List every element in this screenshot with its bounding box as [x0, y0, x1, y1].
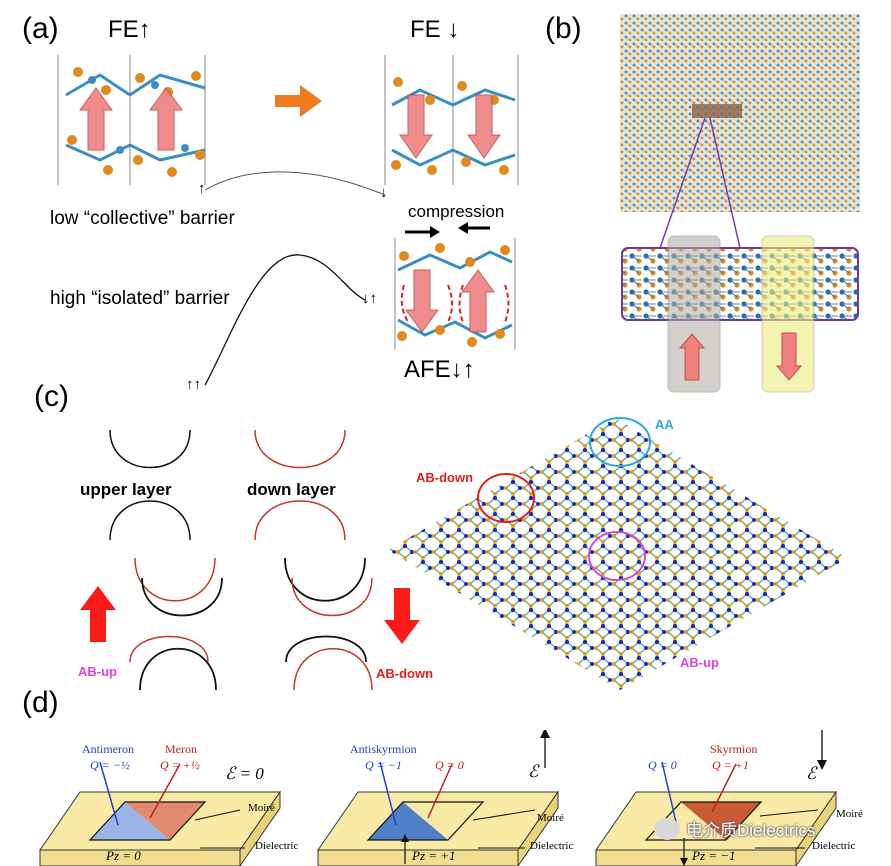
field-up-label: ℰ	[528, 762, 539, 781]
antiskyrmion-label: Antiskyrmion	[350, 742, 417, 756]
antiskyrmion-q: Q = −1	[365, 758, 402, 772]
high-barrier-curve	[204, 254, 366, 386]
panel-b-figure	[620, 14, 860, 393]
skyrmion-label: Skyrmion	[710, 742, 758, 756]
low-barrier-label: low “collective” barrier	[50, 208, 235, 229]
dielectric-label-2: Dielectric	[530, 840, 574, 852]
pz-label-2: Pz = +1	[412, 848, 456, 863]
field-zero-label: ℰ = 0	[225, 764, 264, 783]
fe-down-structure	[384, 55, 519, 185]
ab-down-circle	[477, 473, 535, 523]
ab-up-left-label: AB-up	[78, 664, 117, 679]
upup-marker: ↑↑	[186, 376, 201, 393]
ab-up-arrow	[80, 586, 116, 642]
pz-label-1: Pz = 0	[106, 848, 141, 863]
low-barrier-curve	[204, 171, 386, 196]
ab-down-label: AB-down	[416, 470, 474, 485]
ab-up-label: AB-up	[680, 655, 719, 670]
watermark-text: 电介质Dielectrics	[686, 821, 816, 840]
down-layer-label: down layer	[247, 480, 336, 499]
afe-structure	[394, 238, 516, 350]
box2-right-q: Q = 0	[435, 758, 464, 772]
fe-down-label: FE ↓	[410, 16, 460, 43]
panel-d-label: (d)	[22, 686, 59, 719]
zoom-region	[692, 104, 742, 118]
box3-left-q: Q = 0	[648, 758, 677, 772]
panel-b-label: (b)	[545, 12, 582, 45]
compression-label: compression	[408, 202, 505, 221]
panel-c-figure	[80, 417, 848, 691]
aa-label: AA	[655, 417, 674, 432]
down-marker: ↓	[380, 184, 388, 201]
panel-a-label: (a)	[22, 12, 59, 45]
pz-label-3: Pz = −1	[692, 848, 736, 863]
watermark: 电介质Dielectrics	[654, 816, 815, 841]
skyrmion-q: Q = +1	[712, 758, 749, 772]
zoomed-lattice	[621, 247, 859, 321]
moire-bilayer	[388, 418, 848, 690]
diagram-box-1	[39, 761, 281, 866]
ab-down-arrow	[384, 588, 420, 644]
panel-d-figure	[39, 730, 837, 866]
transition-arrow	[275, 85, 322, 117]
dielectric-label-3: Dielectric	[812, 840, 856, 852]
fe-up-structure	[57, 55, 206, 185]
moire-label-3: Moiré	[836, 808, 863, 820]
panel-c-label: (c)	[34, 380, 69, 413]
wechat-icon	[654, 817, 680, 840]
ab-down-left-label: AB-down	[376, 666, 434, 681]
fe-up-label: FE↑	[108, 16, 151, 43]
moire-label-1: Moiré	[248, 802, 275, 814]
moire-label-2: Moiré	[537, 812, 564, 824]
ab-up-circle	[588, 531, 646, 581]
up-marker: ↑	[198, 180, 206, 197]
antimeron-label: Antimeron	[82, 742, 134, 756]
field-down-label: ℰ	[806, 764, 817, 783]
upper-layer-label: upper layer	[80, 480, 172, 499]
meron-label: Meron	[165, 742, 197, 756]
downup-marker: ↓↑	[362, 290, 377, 307]
high-barrier-label: high “isolated” barrier	[50, 288, 230, 309]
afe-label: AFE↓↑	[404, 356, 475, 383]
dielectric-label-1: Dielectric	[255, 840, 299, 852]
diagram-box-2	[317, 730, 559, 866]
antimeron-q: Q = −½	[90, 758, 130, 772]
aa-circle	[589, 417, 651, 467]
meron-q: Q = +½	[160, 758, 200, 772]
